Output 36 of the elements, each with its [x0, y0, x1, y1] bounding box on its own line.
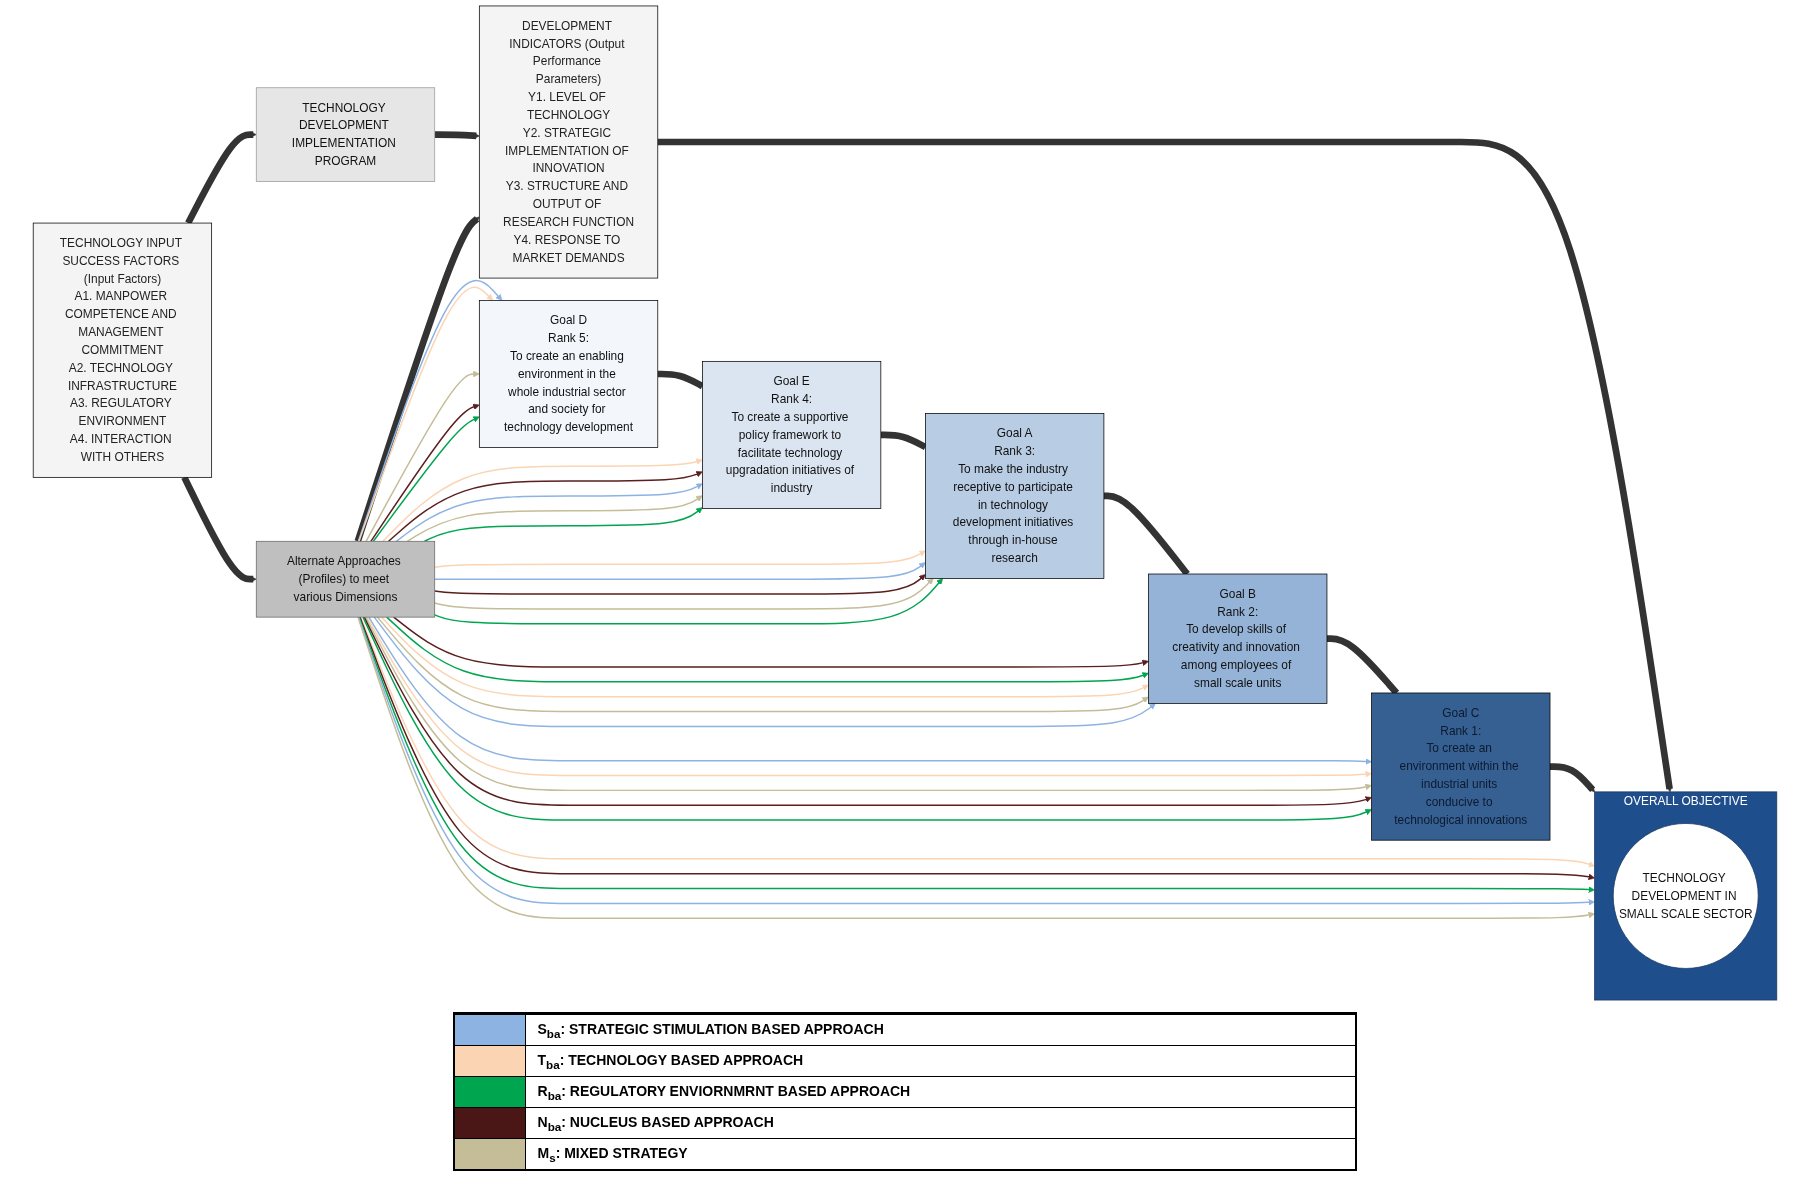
node-box	[32, 222, 212, 478]
node-box	[478, 5, 658, 279]
arrow	[395, 483, 703, 543]
arrow	[392, 616, 1149, 668]
node-box	[1147, 573, 1327, 704]
legend-text: R$_{ba}$: REGULATORY ENVIORNMRNT BASED APPROACH	[536, 1082, 911, 1102]
arrow	[433, 578, 943, 625]
arrow	[364, 370, 480, 543]
arrow	[423, 507, 703, 543]
node-box	[924, 413, 1104, 579]
arrow	[354, 216, 480, 543]
arrow	[380, 616, 1149, 698]
legend-text: N$_{ba}$: NUCLEUS BASED APPROACH	[536, 1113, 774, 1133]
legend-text: S$_{ba}$: STRATEGIC STIMULATION BASED APPROACH	[536, 1020, 884, 1040]
arrow	[433, 550, 926, 569]
flowchart: OVERALL OBJECTIVE TECHNOLOGY DEVELOPMENT IN SMALL SCALE SECTOR TECHNOLOGY DEVELOPMENT IMPLEMENTATION PROGRAM TECHNOLOGY INPUT SUCCESS FACTORS (Input Factors) A1. MANPOWER COMPETENCE AND MANAGEMENT COMMITMENT A2. TECHNOLOGY INFRASTRUCTURE A3. REGULATORY ENVIRONMENT A4. INTERACTION WITH OTHERS Goal D Rank 5: To create an enabling environment in the whole industrial sector and society for technology development Goal E Rank 4: To create a supportive policy framework to facilitate technology upgradation initiatives of industry Goal A Rank 3: To make the industry receptive to participate in technology development initiatives through in-house research Goal B Rank 2: To develop skills of creativity and innovation among employees of small scale units Goal C Rank 1: To create an environment within the industrial units conducive to technological innovations DEVELOPMENT INDICATORS (Output Performance Parameters) Y1. LEVEL OF TECHNOLOGY Y2. STRATEGIC IMPLEMENTATION OF INNOVATION Y3. STRUCTURE AND OUTPUT OF RESEARCH FUNCTION Y4. RESPONSE TO MARKET DEMANDS Alternate Approaches (Profiles) to meet various Dimensions	[14, 0, 1795, 1006]
arrow	[387, 471, 703, 543]
arrow	[657, 138, 1673, 793]
node-box	[478, 300, 658, 448]
arrow	[381, 458, 703, 543]
arrow	[184, 131, 257, 225]
arrow	[385, 616, 1149, 683]
arrow	[433, 578, 933, 610]
node-circle	[1612, 823, 1759, 969]
legend-text: T$_{ba}$: TECHNOLOGY BASED APPROACH	[536, 1051, 804, 1071]
node-box	[255, 540, 435, 618]
arrow	[406, 495, 703, 543]
legend-text: M$_{s}$: MIXED STRATEGY	[536, 1144, 688, 1164]
cluster	[1593, 791, 1777, 1001]
arrow	[434, 131, 480, 140]
node-box	[701, 361, 881, 509]
node-box	[1370, 692, 1550, 841]
arrow	[1549, 763, 1595, 793]
arrow	[433, 562, 926, 580]
arrow	[433, 574, 926, 595]
node-box	[255, 87, 435, 182]
